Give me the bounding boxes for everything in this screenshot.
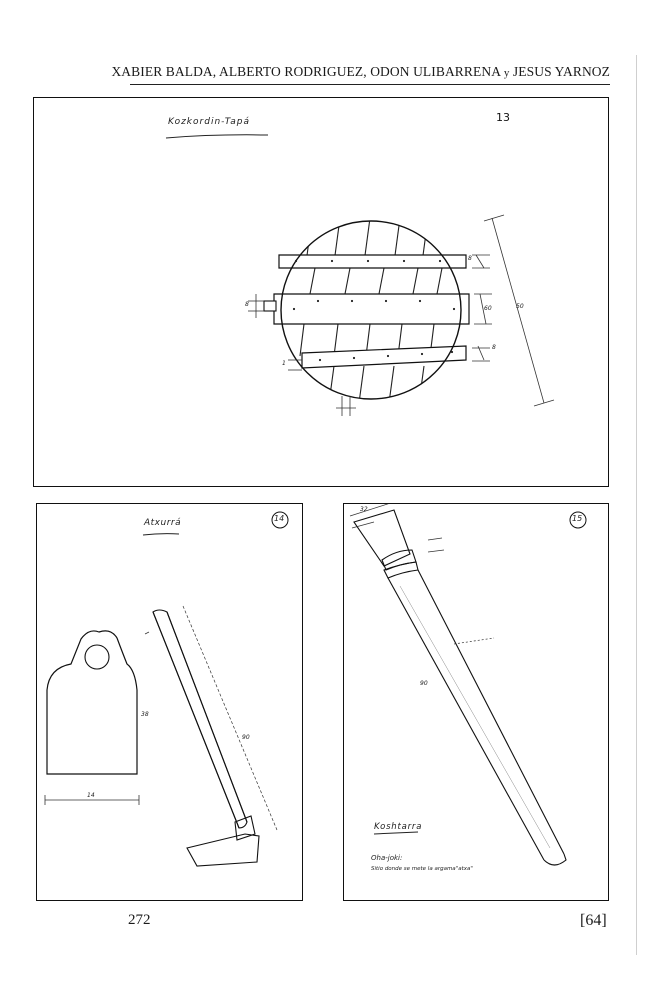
dim-shaft-length: 90: [420, 680, 428, 687]
plate-13-title: Kozkordin-Tapá: [168, 117, 251, 127]
dim-handle-length: 90: [242, 734, 250, 741]
plate-14-title: Atxurrá: [144, 518, 182, 528]
dim-bottom: 1: [282, 360, 286, 367]
dim-diameter: 50: [516, 303, 524, 310]
dim-top-width: 32: [360, 506, 368, 513]
running-header: XABIER BALDA, ALBERTO RODRIGUEZ, ODON UL…: [0, 64, 610, 80]
bracket-page-number: [64]: [580, 912, 607, 929]
plate-kozkordin-tapa: 13 Kozkordin-Tapá 8 60 8 50 8 1: [33, 97, 609, 487]
plate-atxurra: Atxurrá 14 38 14 90: [36, 503, 303, 901]
note-text: Sitio donde se mete la argama"atxa": [371, 866, 473, 872]
dim-upper-batten: 8: [468, 255, 472, 262]
hoe-drawing: [44, 511, 289, 867]
plate-14-number: 14: [274, 514, 285, 523]
lid-drawing: 13: [165, 111, 555, 416]
note-title: Oha-joki:: [371, 854, 403, 862]
plate-15-number: 15: [572, 514, 583, 523]
koshtarra-drawing: [349, 504, 587, 866]
plate-13-number: 13: [496, 111, 510, 124]
page-number: 272: [128, 912, 151, 928]
dim-blade-width: 14: [87, 792, 95, 799]
dim-blade-height: 38: [141, 711, 149, 718]
page-edge-line: [636, 55, 637, 955]
dim-lower-batten: 8: [492, 344, 496, 351]
plate-15-title: Koshtarra: [374, 822, 423, 832]
header-conjunction: y: [503, 67, 510, 79]
header-authors: XABIER BALDA, ALBERTO RODRIGUEZ, ODON UL…: [111, 64, 501, 79]
header-last-author: JESUS YARNOZ: [512, 64, 610, 79]
header-rule: [130, 84, 610, 85]
dim-handle: 8: [245, 301, 249, 308]
dim-middle-batten: 60: [484, 305, 492, 312]
plate-koshtarra: 15 32 90 Koshtarra Oha-joki: Sitio donde…: [343, 503, 609, 901]
